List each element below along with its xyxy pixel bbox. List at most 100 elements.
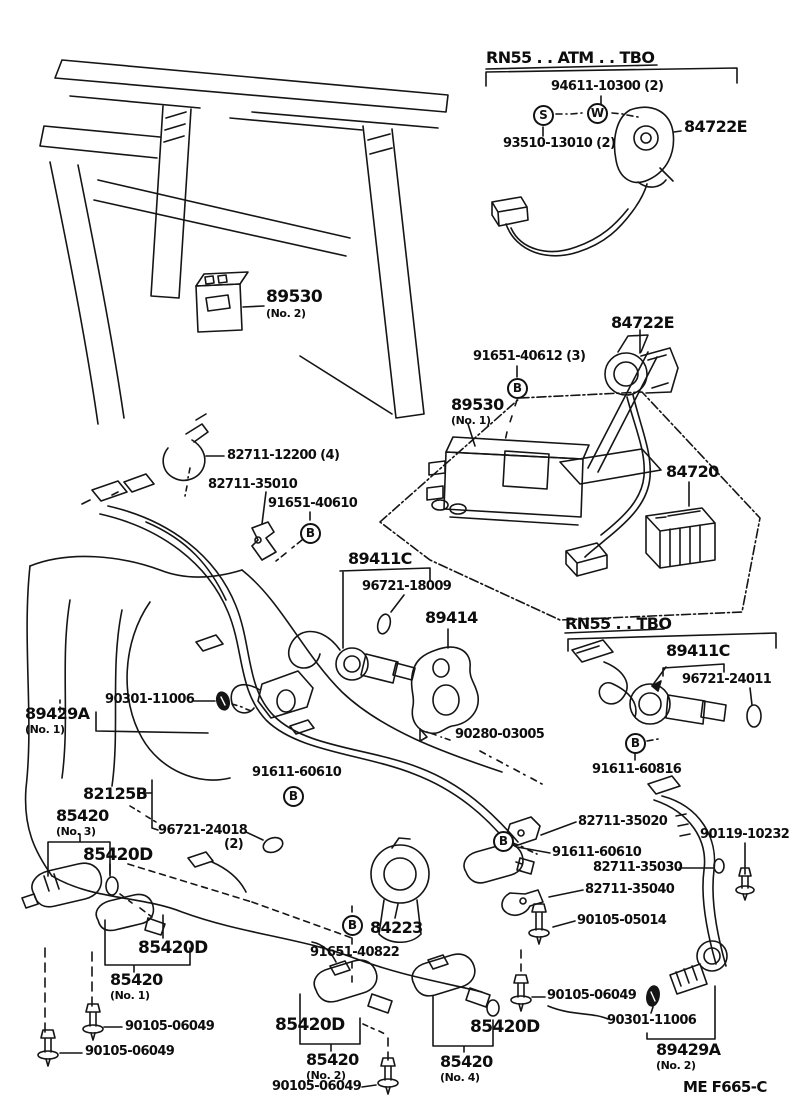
part-number-text: 91651-40822 [310, 945, 400, 960]
chassis-frame-art [39, 59, 449, 425]
fastener-code-B-icon: B [625, 733, 646, 754]
part-number-subtext: (No. 1) [25, 722, 65, 736]
part-number-text: 89429A [656, 1040, 721, 1059]
part-82125b: 82125B [83, 784, 148, 803]
part-85420-no3: 85420(No. 3) [56, 807, 109, 837]
part-number-text: 89411C [348, 549, 412, 568]
speed-sensor-89411c-art [288, 567, 543, 785]
part-96721-24011: 96721-24011 [682, 672, 772, 687]
part-number-text: 90105-05014 [577, 913, 667, 928]
part-85420d-3: 85420D [275, 1015, 345, 1035]
part-number-text: 96721-24011 [682, 672, 772, 687]
part-number-text: 82711-35040 [585, 882, 675, 897]
part-number-text: 89530 [451, 395, 504, 414]
part-89414: 89414 [425, 609, 478, 627]
part-number-text: 89429A [25, 704, 90, 723]
part-number-text: 93510-13010 (2) [503, 136, 616, 151]
part-number-text: 82711-35010 [208, 477, 298, 492]
part-91651-40612: 91651-40612 (3) [473, 349, 586, 364]
part-number-text: 89411C [666, 641, 730, 660]
part-number-text: 85420D [138, 938, 208, 958]
part-85420-no1: 85420(No. 1) [110, 971, 163, 1002]
part-91651-40610: 91651-40610 [268, 496, 358, 511]
part-89530-no2: 89530(No. 2) [266, 287, 323, 320]
part-number-text: 82125B [83, 784, 148, 803]
fastener-code-B-icon: B [300, 523, 321, 544]
console-ecu-art [379, 329, 761, 621]
part-number-text: 84223 [370, 918, 423, 937]
part-number-subtext: (No. 1) [110, 988, 150, 1002]
part-number-text: 85420D [275, 1015, 345, 1035]
part-number-subtext: (No. 1) [451, 413, 491, 427]
part-number-text: 90105-06049 [85, 1044, 175, 1059]
part-85420d-1: 85420D [83, 846, 153, 865]
part-number-text: 84720 [666, 462, 719, 481]
part-90280-03005: 90280-03005 [455, 728, 545, 742]
part-number-subtext: (No. 2) [306, 1068, 346, 1082]
part-number-text: 90105-06049 [547, 988, 637, 1003]
part-93510-13010: 93510-13010 (2) [503, 136, 616, 151]
part-number-text: 90301-11006 [105, 692, 195, 707]
part-82711-12200: 82711-12200 (4) [227, 449, 340, 463]
rn55-tbo-sensor-art [564, 628, 777, 763]
relay-89530-no2-art [195, 271, 265, 333]
part-85420d-4: 85420D [470, 1017, 540, 1037]
part-90105-06049-3: 90105-06049 [272, 1079, 362, 1094]
valve-body-solenoids-art [21, 779, 716, 1095]
part-89411c-1: 89411C [348, 549, 412, 568]
part-91611-60610-2: 91611-60610 [552, 845, 642, 860]
part-number-text: 84722E [684, 117, 748, 136]
fastener-code-B-icon: B [283, 786, 304, 807]
part-number-text: 96721-24018 [158, 823, 248, 838]
part-82711-35040: 82711-35040 [585, 882, 675, 897]
part-number-subtext: (No. 2) [656, 1058, 696, 1072]
part-96721-24018: 96721-24018 [158, 823, 248, 838]
part-82711-35010: 82711-35010 [208, 477, 298, 492]
part-number-text: 90105-06049 [125, 1019, 215, 1034]
part-89429a-no1: 89429A(No. 1) [25, 704, 90, 736]
part-84722e-top: 84722E [684, 117, 748, 136]
part-number-text: 82711-35020 [578, 814, 668, 829]
part-number-subtext: (No. 4) [440, 1070, 480, 1084]
part-89530-no1: 89530(No. 1) [451, 395, 504, 427]
part-90105-06049-1: 90105-06049 [125, 1019, 215, 1034]
part-90105-05014: 90105-05014 [577, 913, 667, 928]
part-number-subtext: (No. 2) [266, 306, 306, 320]
part-number-text: 91611-60610 [552, 845, 642, 860]
part-number-text: 94611-10300 (2) [551, 79, 664, 94]
part-91611-60610-1: 91611-60610 [252, 765, 342, 780]
part-number-text: 91651-40610 [268, 496, 358, 511]
part-number-text: RN55 . . TBO [565, 614, 672, 633]
part-number-text: 96721-18009 [362, 579, 452, 594]
part-number-text: 90301-11006 [607, 1013, 697, 1028]
fastener-code-S-icon: S [533, 105, 554, 126]
part-89429a-no2: 89429A(No. 2) [656, 1040, 721, 1072]
part-85420-no2: 85420(No. 2) [306, 1050, 359, 1082]
header-rn55-atm-tbo: RN55 . . ATM . . TBO [486, 49, 655, 67]
harness-art [81, 413, 519, 847]
part-90105-06049-2: 90105-06049 [85, 1044, 175, 1059]
part-number-text: 85420D [470, 1017, 540, 1037]
part-94611-10300: 94611-10300 (2) [551, 79, 664, 94]
part-90301-11006-2: 90301-11006 [607, 1013, 697, 1028]
part-91611-60816: 91611-60816 [592, 763, 682, 777]
part-number-text: 85420 [306, 1050, 359, 1069]
part-number-text: 91611-60610 [252, 765, 342, 780]
neutral-switch-top-art [485, 64, 738, 257]
fastener-code-B-icon: B [342, 915, 363, 936]
part-85420d-2: 85420D [138, 938, 208, 958]
part-number-text: 91651-40612 (3) [473, 349, 586, 364]
part-number-text: ME F665-C [683, 1078, 767, 1096]
part-90105-06049-4: 90105-06049 [547, 988, 637, 1003]
fastener-code-B-icon: B [507, 378, 528, 399]
fastener-code-B-icon: B [493, 831, 514, 852]
part-90119-10232: 90119-10232 [700, 828, 790, 842]
part-90301-11006-1: 90301-11006 [105, 692, 195, 707]
transmission-case-art [24, 555, 503, 993]
part-number-text: 90105-06049 [272, 1079, 362, 1094]
part-84722e-mid: 84722E [611, 314, 675, 332]
part-89411c-2: 89411C [666, 641, 730, 660]
part-number-text: 89530 [266, 287, 323, 307]
